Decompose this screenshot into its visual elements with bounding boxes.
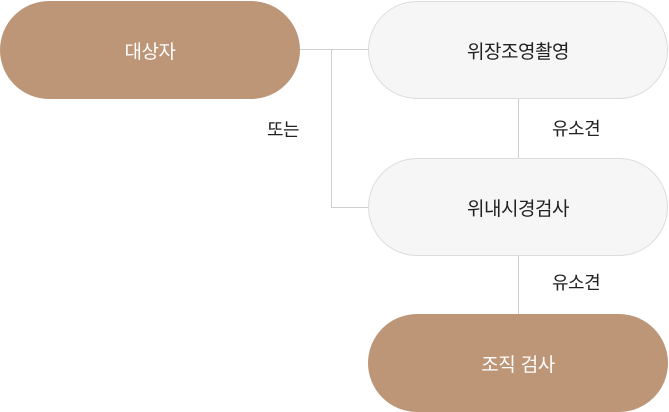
connector-gastroscopy-to-tissue — [518, 256, 519, 314]
node-subject: 대상자 — [0, 1, 300, 99]
node-gastroscopy: 위내시경검사 — [368, 158, 668, 256]
node-endoscopy-imaging-label: 위장조영촬영 — [467, 40, 569, 63]
connector-subject-horizontal — [300, 49, 368, 50]
node-endoscopy-imaging: 위장조영촬영 — [368, 1, 668, 99]
connector-imaging-to-gastroscopy — [518, 99, 519, 158]
node-gastroscopy-label: 위내시경검사 — [467, 197, 569, 220]
edge-label-finding-1: 유소견 — [552, 119, 601, 140]
connector-branch-vertical — [331, 49, 332, 208]
edge-label-finding-2: 유소견 — [552, 273, 601, 294]
node-tissue-exam: 조직 검사 — [368, 314, 668, 412]
connector-branch-to-gastroscopy — [331, 207, 368, 208]
node-tissue-exam-label: 조직 검사 — [481, 353, 555, 376]
node-subject-label: 대상자 — [124, 40, 176, 63]
edge-label-or: 또는 — [267, 120, 300, 141]
